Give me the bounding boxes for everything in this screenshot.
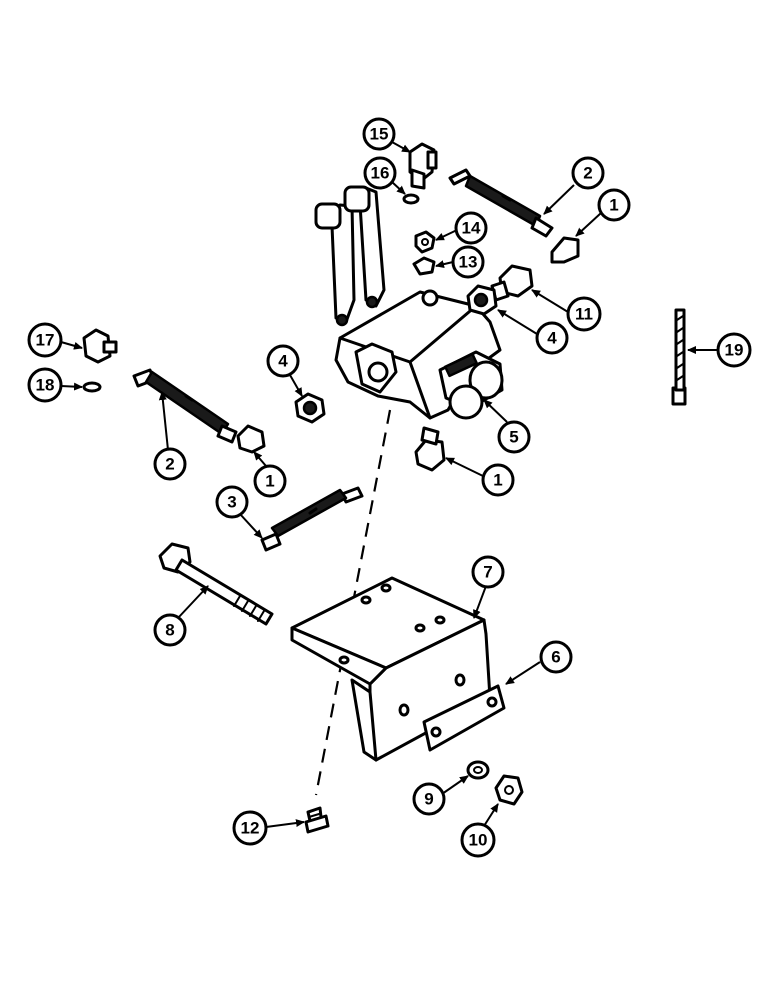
washer-9 [466,760,490,780]
hose-3 [260,486,364,552]
callout-3-label: 3 [227,493,236,512]
hose-left [132,368,238,444]
o-ring-top [402,193,420,205]
callout-17-label: 17 [36,331,55,350]
callout-9: 9 [412,775,469,816]
callout-7-label: 7 [483,563,492,582]
callout-1-upper: 1 [575,188,631,237]
callout-19: 19 [687,332,752,368]
nut-10 [494,774,524,806]
callout-1-left-label: 1 [265,472,274,491]
control-valve-assembly [314,185,504,420]
callout-8-label: 8 [165,621,174,640]
callout-7: 7 [471,555,505,619]
callout-11-label: 11 [575,305,593,324]
fitting-11 [490,264,534,302]
fitting-4-left [294,392,326,424]
elbow-fitting-left-lower [236,424,266,454]
callout-4-upper: 4 [497,309,569,355]
elbow-fitting-upper-right [550,236,580,264]
o-ring-left [82,381,102,393]
callout-4-left-label: 4 [278,352,288,371]
elbow-fitting-left [82,328,118,364]
callout-5-label: 5 [509,428,518,447]
callout-14-label: 14 [462,219,481,238]
callout-6: 6 [505,640,573,685]
mounting-bracket [290,576,492,762]
callout-1-left: 1 [253,451,287,498]
callout-15: 15 [362,117,411,153]
callout-12: 12 [232,810,305,846]
elbow-fitting-center [414,426,446,472]
callout-4-upper-label: 4 [547,329,557,348]
callout-15-label: 15 [370,125,389,144]
clamp-plate [422,684,506,752]
cable-tie [671,308,687,406]
screw-12 [304,806,330,834]
callout-14: 14 [435,211,488,245]
callout-5: 5 [483,399,531,454]
control-levers [314,185,386,327]
callout-18-label: 18 [36,376,55,395]
callout-2-upper-label: 2 [583,164,592,183]
callout-13-label: 13 [459,253,478,272]
callout-12-label: 12 [241,819,260,838]
callout-13: 13 [435,245,485,279]
callout-18: 18 [27,367,83,403]
callout-16-label: 16 [371,164,390,183]
callout-10-label: 10 [469,831,488,850]
callout-1-upper-label: 1 [609,196,618,215]
callouts: 15 16 2 1 14 13 [27,117,752,858]
callout-9-label: 9 [424,790,433,809]
bolt-8 [158,542,274,626]
callout-17: 17 [27,322,83,358]
callout-3: 3 [215,485,263,539]
callout-6-label: 6 [551,648,560,667]
callout-16: 16 [363,156,406,195]
callout-11: 11 [531,289,602,332]
nut-14 [414,230,436,254]
callout-2-left-label: 2 [165,455,174,474]
callout-10: 10 [460,803,499,858]
elbow-fitting-top [408,142,438,190]
callout-1-center: 1 [445,457,515,497]
callout-1-center-label: 1 [493,471,502,490]
callout-8: 8 [153,585,209,647]
callout-2-upper: 2 [543,156,605,215]
callout-2-left: 2 [153,391,187,481]
fitting-4-upper [466,284,498,316]
hose-upper-right [448,168,554,238]
callout-19-label: 19 [725,341,744,360]
lock-washer-13 [412,256,436,276]
callout-4-left: 4 [266,344,303,397]
